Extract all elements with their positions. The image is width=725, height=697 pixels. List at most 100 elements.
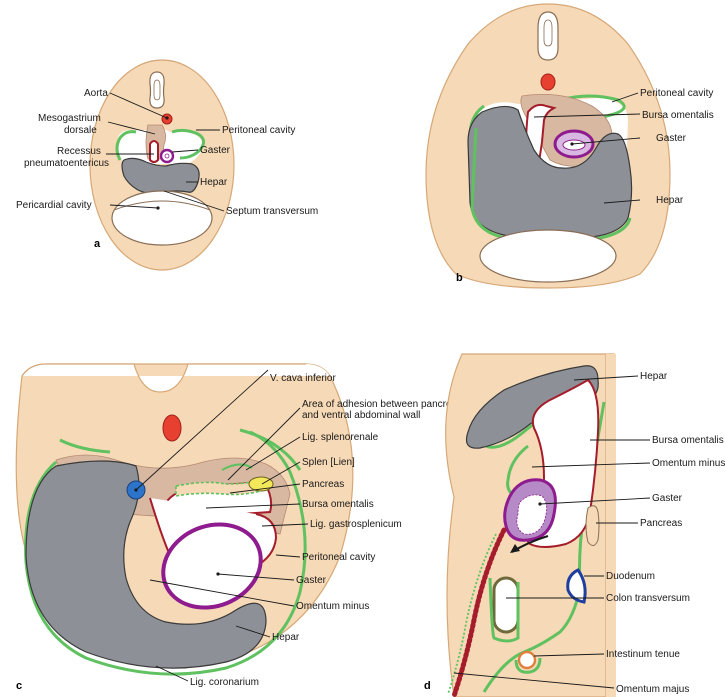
panel-a-pericardial-leader: [109, 204, 159, 209]
panel-b-aorta: [540, 73, 556, 91]
panel-c-hepar-leader: [235, 625, 271, 638]
panel-d-omentum-minus-line: [506, 444, 529, 498]
panel-b-spinal-cord: [537, 11, 559, 61]
panel-d-intestinum-leader: [533, 653, 605, 657]
panel-c-label-hepar: Hepar: [272, 632, 300, 643]
panel-a-letter: a: [94, 238, 101, 250]
panel-c-label-coronarium: Lig. coronarium: [190, 677, 259, 688]
panel-c-gaster-dot: [216, 572, 220, 576]
panel-c-gaster-leader: [217, 573, 295, 581]
panel-a-peritoneum-right: [171, 128, 205, 160]
panel-b-hepar: [467, 105, 633, 240]
panel-a-label-recessus-1: Recessus: [57, 146, 101, 157]
panel-d-gaster-leader: [539, 497, 651, 505]
panel-c-label-splenorenale: Lig. splenorenale: [302, 432, 379, 443]
panel-c-label-splen: Splen [Lien]: [302, 457, 355, 468]
panel-d-omentum-majus: [451, 527, 507, 697]
panel-d-label-hepar: Hepar: [640, 371, 668, 382]
panel-c-label-adhesion-2: and ventral abdominal wall: [302, 410, 420, 421]
panel-d-hepar-leader: [573, 375, 639, 381]
panel-a-label-recessus-2: pneumatoentericus: [24, 158, 109, 169]
panel-d-label-bursa: Bursa omentalis: [652, 435, 724, 446]
panel-a-peritoneum-left: [115, 130, 137, 161]
panel-b-label-bursa: Bursa omentalis: [642, 110, 714, 121]
panel-d-colon-peritoneum: [488, 577, 520, 643]
panel-c-splenorenale-leader: [245, 436, 301, 471]
panel-c-hepar: [25, 460, 267, 669]
panel-c-omentum-leader: [149, 579, 295, 607]
panel-a-label-hepar: Hepar: [200, 177, 228, 188]
panel-d-back-wall: [606, 354, 616, 697]
panel-b-label-hepar: Hepar: [656, 195, 684, 206]
panel-a-mesogastrium-leader: [107, 121, 156, 135]
panel-c-label-pancreas: Pancreas: [302, 479, 344, 490]
panel-d: Hepar Bursa omentalis Omentum minus Gast…: [424, 353, 725, 697]
panel-d-colon: [492, 576, 520, 634]
panel-a-aorta-dot: [165, 116, 169, 120]
panel-b-label-peritoneal: Peritoneal cavity: [640, 88, 713, 99]
panel-a-gaster-leader: [171, 149, 199, 153]
panel-b-gaster-leader: [571, 137, 641, 145]
panel-d-label-gaster: Gaster: [652, 493, 683, 504]
panel-c-peritoneum-top-left: [59, 438, 111, 454]
panel-c-label-omentum: Omentum minus: [296, 601, 369, 612]
panel-a-septum-leader: [163, 190, 225, 212]
panel-d-label-intestinum: Intestinum tenue: [606, 649, 680, 660]
panel-a-label-pericardial: Pericardial cavity: [16, 200, 92, 211]
panel-c-splen: [248, 476, 274, 492]
panel-c-coronarium-leader: [155, 665, 189, 682]
panel-c-label-vcava: V. cava inferior: [270, 373, 336, 384]
panel-c-label-gastrosplenicum: Lig. gastrosplenicum: [310, 519, 402, 530]
panel-a-recessus: [149, 140, 159, 163]
panel-a-septum-line: [113, 200, 211, 211]
panel-c-label-gaster: Gaster: [296, 575, 327, 586]
panel-a-label-mesogastrium-1: Mesogastrium: [38, 113, 101, 124]
panel-d-label-duodenum: Duodenum: [606, 571, 655, 582]
panel-a-aorta-leader: [109, 92, 168, 119]
panel-c-letter: c: [16, 680, 22, 692]
panel-c-splenorenale: [221, 463, 253, 471]
panel-c-label-peritoneal: Peritoneal cavity: [302, 552, 375, 563]
panel-c-splen-leader: [261, 461, 301, 485]
panel-d-omentum-minus-leader: [531, 462, 651, 468]
panel-a-label-aorta: Aorta: [84, 88, 108, 99]
panel-a-central-canal: [153, 79, 161, 101]
panel-b-central-canal: [543, 19, 553, 47]
panel-c-top-space: [22, 364, 330, 392]
panel-c-aorta: [162, 414, 182, 442]
panel-d-gaster-dot: [538, 502, 542, 506]
panel-b: Peritoneal cavity Bursa omentalis Gaster…: [425, 3, 714, 289]
panel-a: Aorta Mesogastrium dorsale Peritoneal ca…: [16, 59, 318, 271]
panel-a-label-septum: Septum transversum: [226, 206, 318, 217]
panel-a-label-peritoneal: Peritoneal cavity: [222, 125, 295, 136]
panel-b-gaster-lumen: [562, 139, 586, 151]
panel-d-hepar: [465, 365, 599, 449]
panel-a-pericardial-dot: [156, 206, 160, 210]
panel-a-label-gaster: Gaster: [200, 145, 231, 156]
panel-b-hepar-leader: [603, 199, 641, 204]
panel-b-bursa-leader: [533, 113, 641, 118]
panel-d-label-pancreas: Pancreas: [640, 518, 682, 529]
panel-d-intestinum: [517, 650, 537, 670]
panel-a-hepar: [121, 157, 200, 195]
panel-c-peritoneal-leader: [275, 554, 301, 558]
panel-c-gastrosplenicum-leader: [261, 523, 309, 527]
panel-d-pancreas: [585, 505, 600, 546]
panel-d-omentum-majus-leader: [453, 672, 615, 689]
panel-c-vcava-dot: [134, 488, 138, 492]
panel-c-pancreas-leader: [229, 483, 301, 494]
panel-d-arrow-head: [510, 544, 520, 553]
panel-b-peritoneal-leader: [611, 92, 639, 103]
panel-c-bursa-leader: [205, 503, 301, 509]
panel-a-gaster-lumen: [164, 153, 170, 159]
panel-c-vcava-leader: [135, 369, 269, 491]
panel-a-label-mesogastrium-2: dorsale: [64, 125, 97, 136]
panel-c-label-bursa: Bursa omentalis: [302, 499, 374, 510]
panel-d-label-colon: Colon transversum: [606, 593, 690, 604]
panel-b-pericardial-cavity: [479, 229, 617, 283]
panel-c: V. cava inferior Area of adhesion betwee…: [15, 363, 462, 692]
panel-a-spinal-cord: [149, 71, 165, 109]
panel-c-vertebral-outline: [21, 363, 306, 393]
panel-d-label-omentum-minus: Omentum minus: [652, 458, 725, 469]
